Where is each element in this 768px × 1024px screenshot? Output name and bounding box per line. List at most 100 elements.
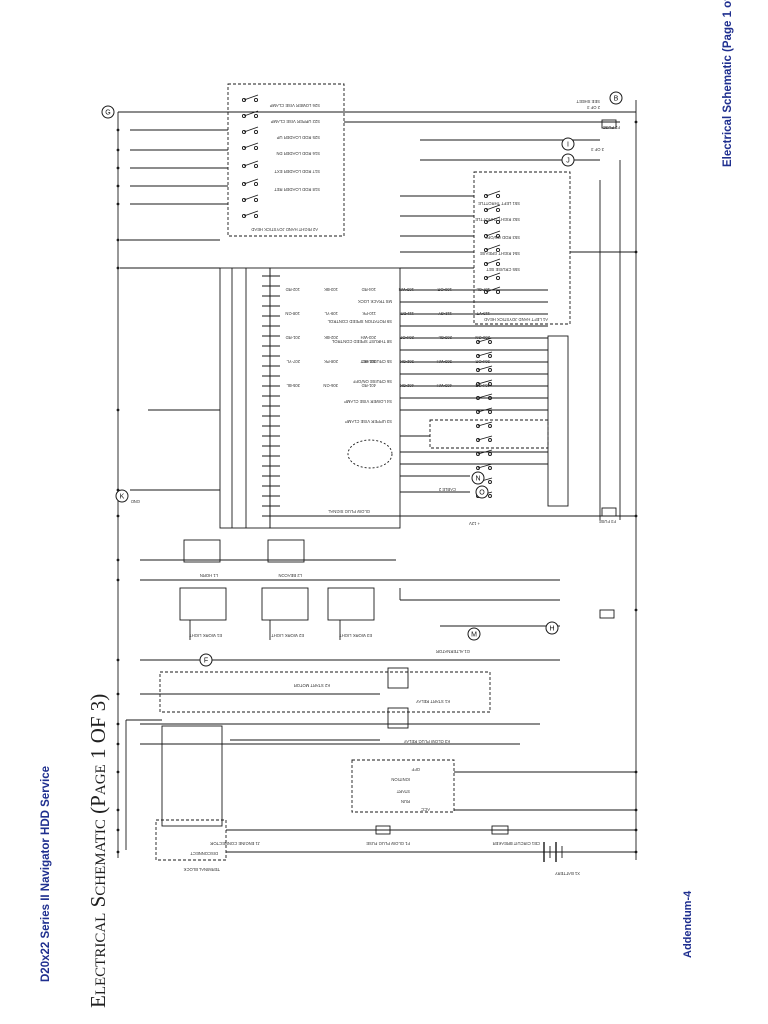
connector-letter: O: [479, 490, 485, 497]
wire-code-label: 103-BK: [324, 287, 338, 292]
switch-contact: [476, 421, 493, 428]
switch-contact: [476, 463, 493, 470]
wire-code-label: 305-BL: [286, 383, 300, 388]
key-switch-box: [351, 759, 455, 813]
junction-dot: [116, 692, 120, 696]
switch-contact: [476, 379, 493, 386]
wire-code-label: 108-GN: [285, 311, 300, 316]
start-relay: [387, 667, 409, 689]
lamp-connector: [327, 587, 375, 621]
wire-code-label: 205-BL: [438, 335, 452, 340]
fuse-f2: [599, 609, 615, 619]
junction-dot: [116, 558, 120, 562]
schematic-note: START: [396, 789, 410, 794]
right-joystick-box: [227, 83, 345, 237]
switch-label: S54 RIGHT GREASE: [480, 251, 520, 256]
connector-letter: G: [105, 110, 110, 117]
connector-circle: J: [561, 153, 575, 167]
junction-dot: [116, 808, 120, 812]
lamp-label: L1 HORN: [200, 573, 218, 578]
component-label: K3 GLOW PLUG RELAY: [404, 739, 450, 744]
wire-code-label: 111-BR: [400, 311, 414, 316]
lamp-connector: [183, 539, 221, 563]
module-label: S8 THRUST SPEED CONTROL: [331, 339, 392, 344]
cable-loop: [347, 439, 393, 469]
fuse-f3: [601, 507, 617, 517]
connector-circle: F: [199, 653, 213, 667]
junction-dot: [634, 608, 638, 612]
schematic-note: OFF: [411, 767, 420, 772]
switch-contact: [476, 351, 493, 358]
junction-dot: [634, 828, 638, 832]
wire-code-label: 404-OR: [475, 383, 490, 388]
switch-label: S17 ROD LOADER EXT: [274, 169, 320, 174]
component-label: DISCONNECT: [190, 851, 218, 856]
switch-contact: [483, 190, 501, 199]
junction-dot: [116, 184, 120, 188]
wire-code-label: 109-YL: [324, 311, 338, 316]
engine-connector: [161, 725, 223, 827]
controller-module-body: [269, 267, 401, 529]
dashed-subassembly: [429, 419, 549, 449]
glow-plug-relay: [387, 707, 409, 729]
wire-code-label: 207-YL: [286, 359, 300, 364]
wire-code-label: 104-RD: [362, 287, 376, 292]
switch-contact: [241, 142, 259, 151]
wire-code-label: 110-PK: [362, 311, 376, 316]
switch-contact: [241, 178, 259, 187]
switch-label: S25 ROD LOADER UP: [277, 135, 320, 140]
switch-label: S55 CRUISE SET: [486, 267, 520, 272]
wire-code-label: 302-BK: [400, 359, 414, 364]
schematic-note: SEE SHEET: [576, 99, 600, 104]
component-label: TERMINAL BLOCK: [183, 867, 220, 872]
junction-dot: [116, 148, 120, 152]
schematic-note: 3 OF 3: [591, 147, 604, 152]
schematic-note: ACC: [421, 807, 430, 812]
wire-code-label: 105-WH: [399, 287, 414, 292]
junction-dot: [116, 658, 120, 662]
module-label: S9 ROTATION SPEED CONTROL: [327, 319, 392, 324]
junction-dot: [116, 514, 120, 518]
switch-contact: [241, 160, 259, 169]
component-label: G1 ALTERNATOR: [436, 649, 470, 654]
schematic-note: + 12V: [469, 521, 480, 526]
switch-contact: [476, 393, 493, 400]
wire-code-label: 113-VT: [476, 311, 490, 316]
switch-contact: [483, 258, 501, 267]
wire-code-label: 208-PK: [324, 359, 338, 364]
switch-contact: [241, 126, 259, 135]
junction-dot: [634, 770, 638, 774]
component-label: J1 ENGINE CONNECTOR: [210, 841, 260, 846]
controller-module-left: [219, 267, 271, 529]
component-label: X1 BATTERY: [555, 871, 580, 876]
wire-code-label: 204-OR: [399, 335, 414, 340]
wire-code-label: 304-OR: [475, 359, 490, 364]
junction-dot: [116, 578, 120, 582]
wire-code-label: 401-RD: [362, 383, 376, 388]
switch-contact: [241, 94, 259, 103]
connector-circle: N: [471, 471, 485, 485]
switch-contact: [476, 337, 493, 344]
connector-letter: H: [549, 626, 554, 633]
switch-label: S52 RIGHT THROTTLE: [475, 217, 520, 222]
wire-code-label: 402-BK: [400, 383, 414, 388]
component-label: CB1 CIRCUIT BREAKER: [493, 841, 540, 846]
junction-dot: [116, 828, 120, 832]
junction-dot: [116, 266, 120, 270]
junction-dot: [116, 722, 120, 726]
junction-dot: [634, 808, 638, 812]
switch-label: S18 ROD LOADER RET: [274, 187, 320, 192]
connector-letter: F: [204, 658, 208, 665]
junction-dot: [116, 166, 120, 170]
lamp-connector: [261, 587, 309, 621]
connector-letter: B: [614, 96, 619, 103]
schematic-note: IGNITION: [391, 777, 410, 782]
module-label: MS TRACK LOCK: [358, 299, 392, 304]
switch-contact: [241, 110, 259, 119]
start-relay-box: [159, 671, 491, 713]
schematic-note: 2 OF 3: [587, 105, 600, 110]
glow-plug-fuse: [375, 825, 391, 835]
junction-dot: [634, 850, 638, 854]
lamp-label: E2 WORK LIGHT: [271, 633, 304, 638]
